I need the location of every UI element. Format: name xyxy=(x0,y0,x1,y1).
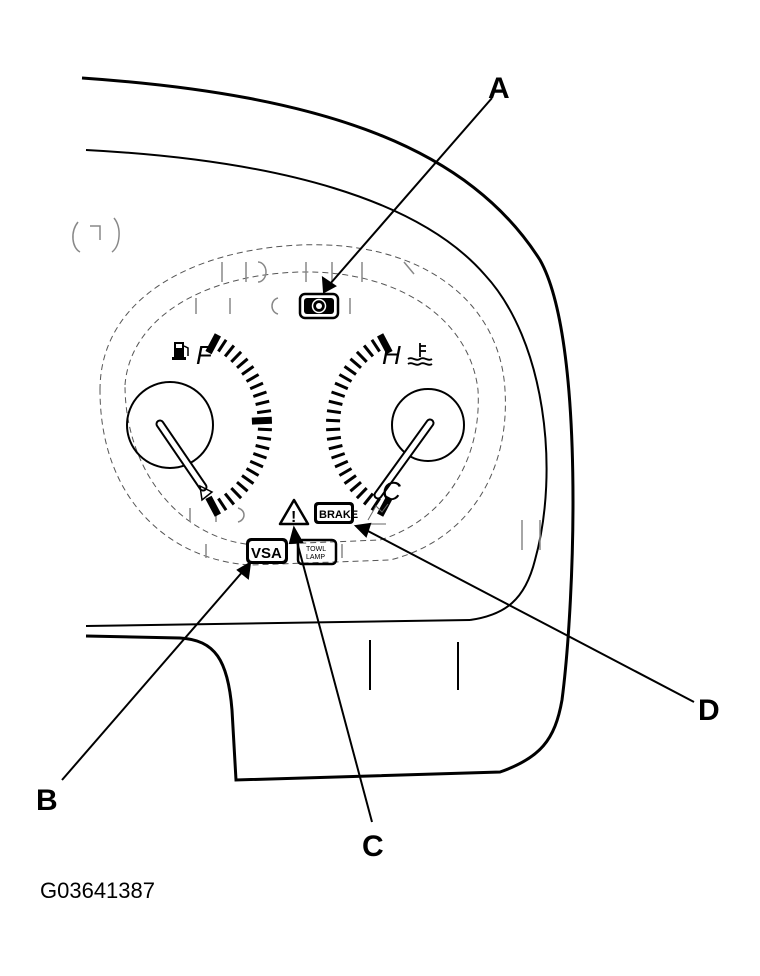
svg-text:BRAKE: BRAKE xyxy=(319,509,358,521)
temperature-gauge-tick xyxy=(362,344,375,358)
temperature-hot-label: H xyxy=(382,340,401,370)
fuel-gauge-tick xyxy=(241,474,255,485)
fuel-gauge-tick xyxy=(252,452,267,460)
vsa-indicator: VSA xyxy=(246,538,288,564)
fuel-pump-icon xyxy=(172,342,189,360)
indicator-a xyxy=(298,292,340,320)
temperature-gauge-tick xyxy=(343,365,357,376)
callout-c-label: C xyxy=(362,830,384,863)
fuel-gauge-tick xyxy=(255,444,270,451)
fuel-gauge-tick xyxy=(245,467,260,477)
fuel-gauge-tick xyxy=(236,357,249,370)
dashboard-housing xyxy=(81,76,575,782)
fuel-gauge-tick xyxy=(217,497,228,512)
temperature-gauge-tick xyxy=(349,480,362,493)
fuel-gauge-tick xyxy=(256,435,272,441)
fuel-gauge-tick xyxy=(241,365,255,376)
fuel-gauge-tick xyxy=(249,459,264,469)
temperature-gauge-needle xyxy=(373,418,435,500)
callout-d-label: D xyxy=(698,694,720,727)
fuel-gauge-tick xyxy=(205,333,221,355)
callout-leaders xyxy=(61,97,695,823)
temperature-cold-label: C xyxy=(382,476,401,506)
temperature-gauge-tick xyxy=(377,333,393,355)
fuel-gauge-tick xyxy=(230,487,243,500)
fuel-gauge-tick xyxy=(223,492,236,506)
dashboard-inner-contours xyxy=(85,149,548,690)
temperature-gauge-tick xyxy=(328,399,343,406)
temperature-gauge-tick xyxy=(331,390,346,398)
fuel-gauge-tick xyxy=(257,427,272,432)
temperature-gauge-hub xyxy=(391,388,465,462)
system-warning-indicator: ! xyxy=(278,498,310,526)
svg-text:TOWL: TOWL xyxy=(306,546,326,553)
temperature-gauge-tick xyxy=(326,435,342,441)
temperature-gauge-tick xyxy=(338,467,353,477)
fuel-gauge: F xyxy=(126,333,273,517)
callout-a-label: A xyxy=(488,72,510,105)
callout-b-label: B xyxy=(36,784,58,817)
temperature-gauge-tick xyxy=(370,338,381,353)
fuel-gauge-tick xyxy=(249,381,264,391)
temperature-gauge-tick xyxy=(326,409,342,415)
temperature-gauge-tick xyxy=(331,452,346,460)
fuel-gauge-hub xyxy=(126,381,214,469)
fuel-gauge-tick xyxy=(245,373,260,383)
fuel-empty-marker xyxy=(199,484,214,502)
svg-text:!: ! xyxy=(291,509,296,526)
temperature-gauge: H C xyxy=(326,333,465,517)
temperature-gauge-tick xyxy=(334,381,349,391)
svg-text:VSA: VSA xyxy=(251,545,282,562)
faint-indicator-icon xyxy=(367,503,389,525)
fuel-gauge-tick xyxy=(255,399,270,406)
temperature-gauge-tick xyxy=(355,487,368,500)
fuel-gauge-scale xyxy=(205,333,273,517)
temperature-gauge-tick xyxy=(343,474,357,485)
fuel-gauge-tick xyxy=(236,480,249,493)
temperature-gauge-tick xyxy=(328,444,343,451)
small-lamp-indicator: TOWL LAMP xyxy=(296,538,338,566)
fuel-gauge-tick xyxy=(252,390,267,398)
temperature-gauge-tick xyxy=(326,427,341,432)
fuel-gauge-tick xyxy=(223,344,236,358)
temperature-gauge-tick xyxy=(355,350,368,363)
temperature-gauge-tick xyxy=(362,492,375,506)
temperature-gauge-tick xyxy=(338,373,353,383)
cluster-face-outline xyxy=(99,244,506,566)
fuel-gauge-tick xyxy=(230,350,243,363)
temperature-gauge-tick xyxy=(349,357,362,370)
temperature-gauge-tick xyxy=(326,418,341,423)
fuel-gauge-tick xyxy=(205,495,221,517)
svg-text:LAMP: LAMP xyxy=(306,554,325,561)
fuel-full-label: F xyxy=(196,340,214,370)
temperature-gauge-tick xyxy=(370,497,381,512)
fuel-gauge-tick xyxy=(217,338,228,353)
coolant-temperature-icon xyxy=(407,343,433,366)
unlit-indicator-placeholders xyxy=(72,217,541,558)
brake-indicator: BRAKE xyxy=(314,502,358,524)
temperature-gauge-scale xyxy=(326,333,393,517)
fuel-gauge-needle xyxy=(155,419,208,492)
fuel-gauge-tick xyxy=(256,409,272,415)
figure-id: G03641387 xyxy=(40,878,155,903)
fuel-gauge-tick xyxy=(251,416,273,425)
temperature-gauge-tick xyxy=(334,459,349,469)
